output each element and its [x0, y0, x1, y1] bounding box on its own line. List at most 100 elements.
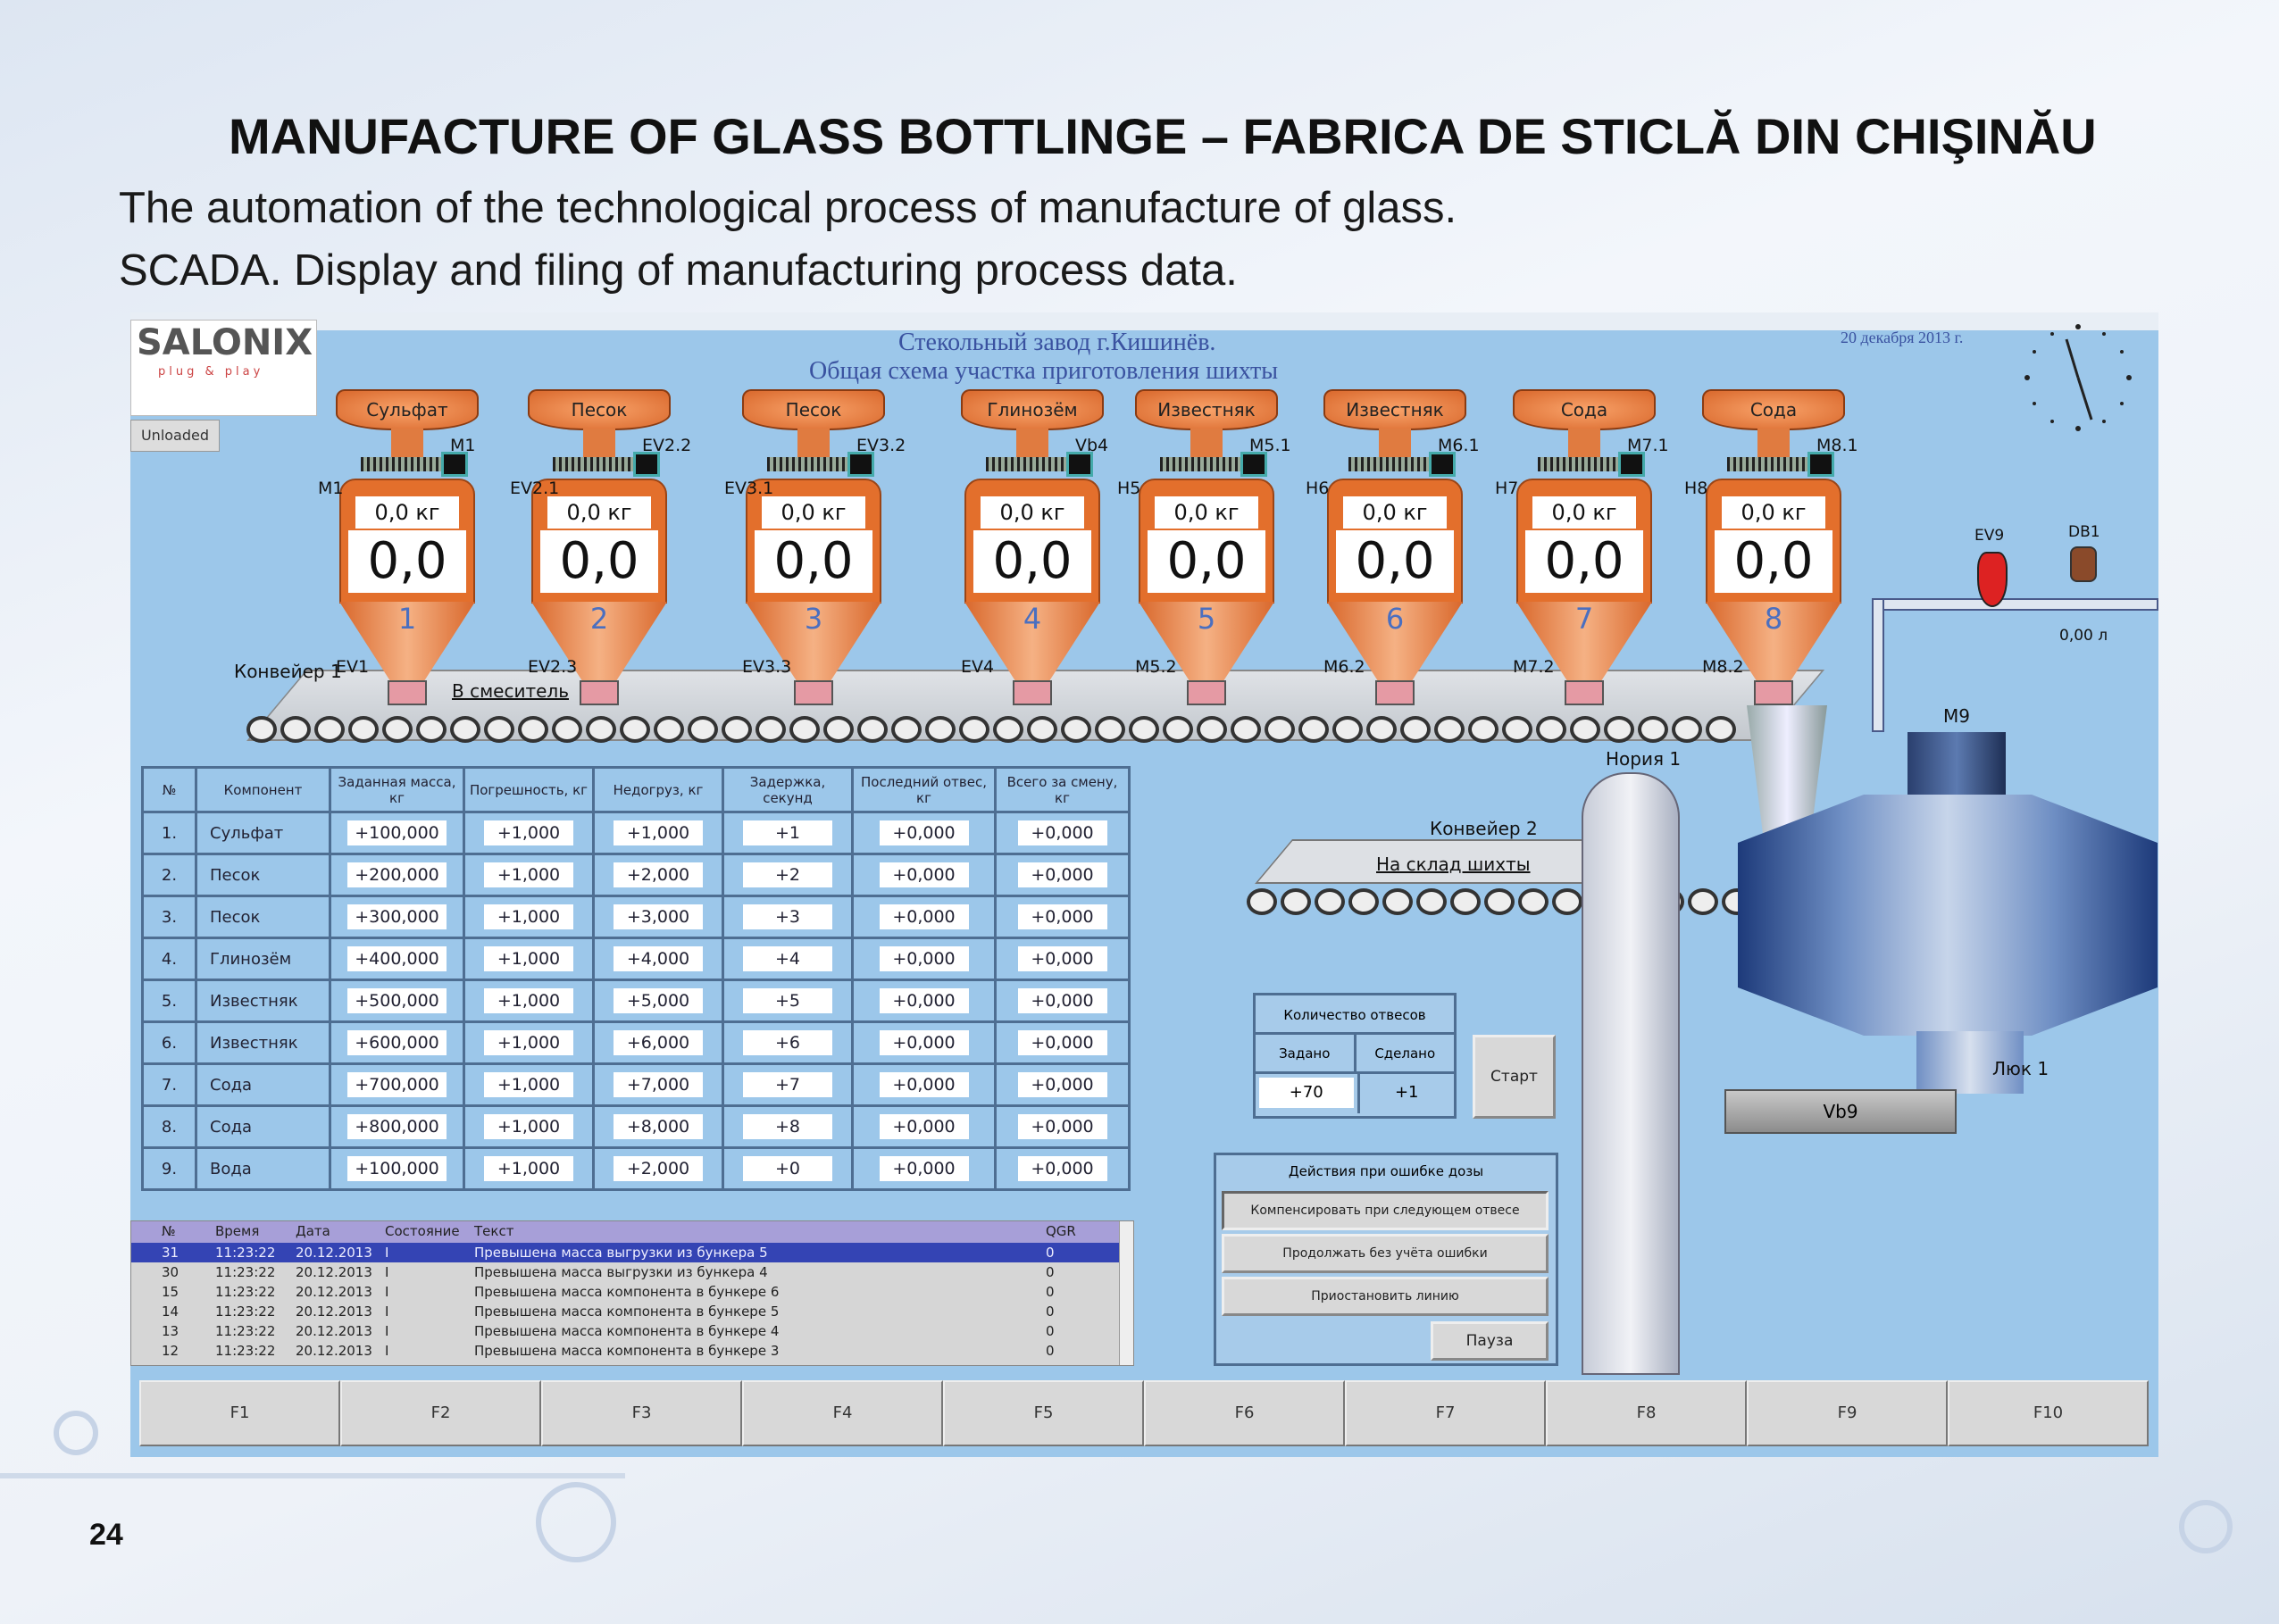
value-field[interactable]: +4,000	[614, 946, 703, 971]
value-field[interactable]: +1,000	[484, 1072, 573, 1097]
feeder-motor-icon[interactable]	[441, 452, 468, 477]
value-field[interactable]: +6,000	[614, 1030, 703, 1055]
unloaded-button[interactable]: Unloaded	[130, 420, 220, 452]
to-mixer-label: В смеситель	[452, 680, 569, 702]
value-field[interactable]: +0,000	[1017, 1114, 1107, 1139]
value-field[interactable]: +5	[743, 988, 832, 1013]
batch-set-input[interactable]: +70	[1259, 1078, 1354, 1108]
value-field[interactable]: +5,000	[614, 988, 703, 1013]
value-field[interactable]: +0,000	[1017, 820, 1107, 845]
log-scrollbar[interactable]	[1119, 1221, 1133, 1365]
value-field[interactable]: +0,000	[879, 1030, 969, 1055]
value-field[interactable]: +1,000	[484, 988, 573, 1013]
function-key-f3[interactable]: F3	[541, 1380, 742, 1446]
value-field[interactable]: +100,000	[347, 1156, 447, 1181]
discharge-valve-icon[interactable]	[1187, 680, 1226, 705]
value-field[interactable]: +3	[743, 904, 832, 929]
value-field[interactable]: +700,000	[347, 1072, 447, 1097]
value-field[interactable]: +6	[743, 1030, 832, 1055]
value-field[interactable]: +3,000	[614, 904, 703, 929]
continue-ignore-button[interactable]: Продолжать без учёта ошибки	[1222, 1234, 1549, 1273]
value-field[interactable]: +0,000	[879, 820, 969, 845]
value-field[interactable]: +1,000	[484, 904, 573, 929]
valve-ev9-icon[interactable]	[1977, 552, 2008, 607]
feeder-motor-icon[interactable]	[1618, 452, 1645, 477]
value-field[interactable]: +0,000	[879, 1072, 969, 1097]
value-field[interactable]: +7	[743, 1072, 832, 1097]
feeder-motor-icon[interactable]	[1240, 452, 1267, 477]
value-field[interactable]: +1,000	[484, 1114, 573, 1139]
value-field[interactable]: +1	[743, 820, 832, 845]
table-cell: +0,000	[851, 979, 997, 1023]
value-field[interactable]: +2,000	[614, 1156, 703, 1181]
value-field[interactable]: +7,000	[614, 1072, 703, 1097]
log-cell: I	[385, 1264, 389, 1280]
function-key-f4[interactable]: F4	[742, 1380, 943, 1446]
value-field[interactable]: +800,000	[347, 1114, 447, 1139]
value-field[interactable]: +1,000	[484, 1030, 573, 1055]
function-key-f6[interactable]: F6	[1144, 1380, 1345, 1446]
value-field[interactable]: +0,000	[1017, 988, 1107, 1013]
function-key-f9[interactable]: F9	[1747, 1380, 1948, 1446]
feeder-motor-icon[interactable]	[1429, 452, 1456, 477]
value-field[interactable]: +100,000	[347, 820, 447, 845]
value-field[interactable]: +0,000	[879, 1114, 969, 1139]
value-field[interactable]: +1,000	[484, 946, 573, 971]
feeder-motor-icon[interactable]	[847, 452, 874, 477]
value-field[interactable]: +0,000	[1017, 1072, 1107, 1097]
value-field[interactable]: +0,000	[1017, 1030, 1107, 1055]
start-button[interactable]: Старт	[1473, 1035, 1556, 1119]
value-field[interactable]: +500,000	[347, 988, 447, 1013]
discharge-valve-icon[interactable]	[1565, 680, 1604, 705]
table-row: 8.Сода+800,000+1,000+8,000+8+0,000+0,000	[141, 1104, 1131, 1149]
value-field[interactable]: +0,000	[1017, 946, 1107, 971]
feeder-motor-icon[interactable]	[1066, 452, 1093, 477]
function-key-f5[interactable]: F5	[943, 1380, 1144, 1446]
discharge-valve-icon[interactable]	[580, 680, 619, 705]
value-field[interactable]: +400,000	[347, 946, 447, 971]
value-field[interactable]: +0,000	[1017, 904, 1107, 929]
value-field[interactable]: +200,000	[347, 862, 447, 887]
value-field[interactable]: +8,000	[614, 1114, 703, 1139]
discharge-valve-icon[interactable]	[794, 680, 833, 705]
value-field[interactable]: +0,000	[879, 1156, 969, 1181]
value-field[interactable]: +4	[743, 946, 832, 971]
function-key-f10[interactable]: F10	[1948, 1380, 2149, 1446]
discharge-valve-icon[interactable]	[388, 680, 427, 705]
value-field[interactable]: +300,000	[347, 904, 447, 929]
value-field[interactable]: +0,000	[1017, 862, 1107, 887]
roller-icon	[1298, 716, 1329, 743]
function-key-f1[interactable]: F1	[139, 1380, 340, 1446]
value-field[interactable]: +0,000	[879, 988, 969, 1013]
value-field[interactable]: +1,000	[484, 862, 573, 887]
function-key-f8[interactable]: F8	[1546, 1380, 1747, 1446]
value-field[interactable]: +1,000	[484, 1156, 573, 1181]
compensate-next-button[interactable]: Компенсировать при следующем отвесе	[1222, 1191, 1549, 1230]
value-field[interactable]: +0	[743, 1156, 832, 1181]
pause-button[interactable]: Пауза	[1431, 1321, 1549, 1361]
value-field[interactable]: +0,000	[879, 904, 969, 929]
function-key-f7[interactable]: F7	[1345, 1380, 1546, 1446]
discharge-valve-icon[interactable]	[1375, 680, 1415, 705]
value-field[interactable]: +0,000	[879, 946, 969, 971]
value-field[interactable]: +8	[743, 1114, 832, 1139]
value-field[interactable]: +0,000	[879, 862, 969, 887]
stop-line-button[interactable]: Приостановить линию	[1222, 1277, 1549, 1316]
value-field[interactable]: +1,000	[614, 820, 703, 845]
feeder-motor-icon[interactable]	[1807, 452, 1834, 477]
function-key-f2[interactable]: F2	[340, 1380, 541, 1446]
feeder-motor-icon[interactable]	[633, 452, 660, 477]
value-field[interactable]: +600,000	[347, 1030, 447, 1055]
discharge-valve-icon[interactable]	[1013, 680, 1052, 705]
value-field[interactable]: +2	[743, 862, 832, 887]
value-field[interactable]: +1,000	[484, 820, 573, 845]
value-field[interactable]: +0,000	[1017, 1156, 1107, 1181]
discharge-valve-icon[interactable]	[1754, 680, 1793, 705]
value-field[interactable]: +2,000	[614, 862, 703, 887]
